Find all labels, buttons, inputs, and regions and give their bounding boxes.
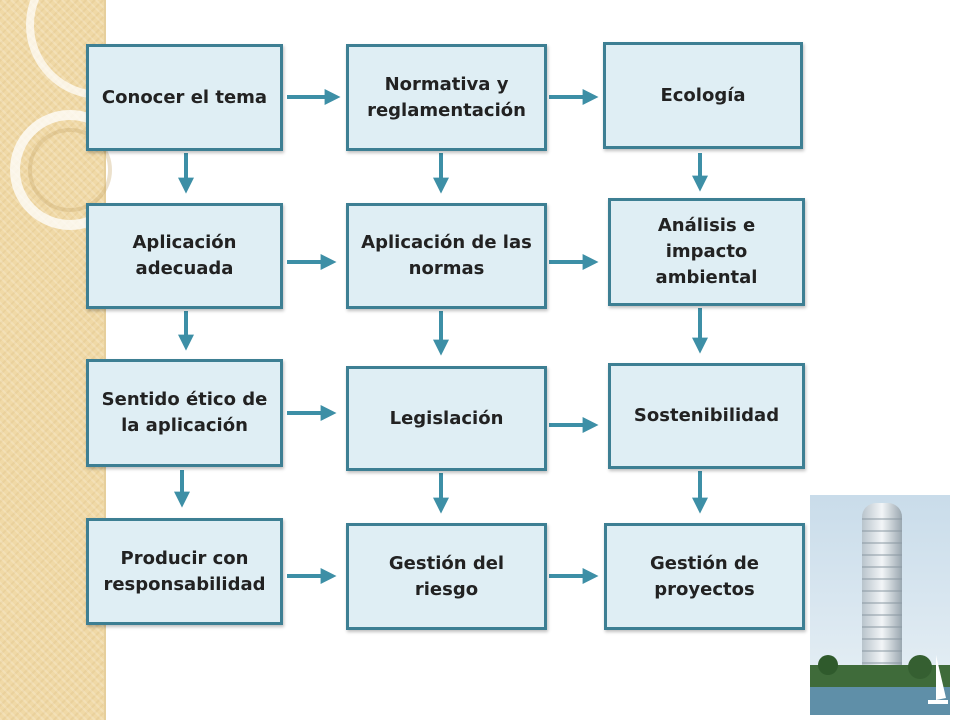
node-gestion-proyectos: Gestión de proyectos <box>604 523 805 630</box>
tower-photo <box>810 495 950 715</box>
node-ecologia: Ecología <box>603 42 803 149</box>
node-sostenibilidad: Sostenibilidad <box>608 363 805 469</box>
node-conocer-el-tema: Conocer el tema <box>86 44 283 151</box>
node-producir: Producir con responsabilidad <box>86 518 283 625</box>
node-analisis-impacto: Análisis e impacto ambiental <box>608 198 805 306</box>
node-normativa: Normativa y reglamentación <box>346 44 547 151</box>
node-aplicacion-adecuada: Aplicación adecuada <box>86 203 283 309</box>
node-aplicacion-normas: Aplicación de las normas <box>346 203 547 309</box>
node-legislacion: Legislación <box>346 366 547 471</box>
node-gestion-riesgo: Gestión del riesgo <box>346 523 547 630</box>
node-sentido-etico: Sentido ético de la aplicación <box>86 359 283 467</box>
